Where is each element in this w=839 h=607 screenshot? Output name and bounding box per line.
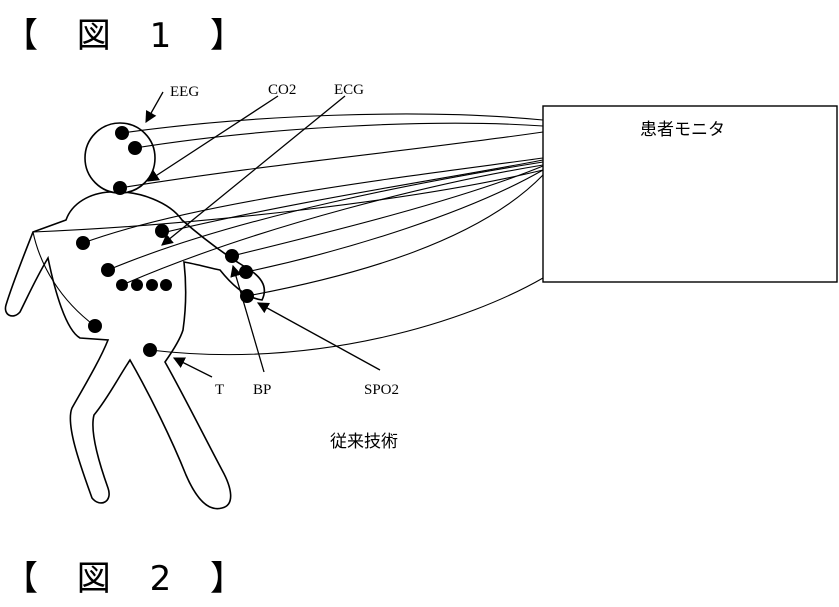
- label-co2: CO2: [268, 82, 296, 98]
- ecg-electrode-1: [76, 236, 90, 250]
- cable-eeg-3: [120, 132, 543, 188]
- patient-torso-outline: [5, 192, 264, 509]
- label-ecg: ECG: [334, 82, 364, 98]
- patient-figure: [5, 123, 264, 509]
- cable-temperature: [150, 278, 543, 355]
- label-bp: BP: [253, 382, 271, 398]
- pointer-eeg: [146, 92, 163, 122]
- ecg-electrode-2: [155, 224, 169, 238]
- eeg-electrode-2: [128, 141, 142, 155]
- bp-electrode-2: [239, 265, 253, 279]
- bp-electrode-1: [225, 249, 239, 263]
- cable-ecg-4: [162, 160, 543, 233]
- ecg-electrode-3: [101, 263, 115, 277]
- pointer-t: [174, 358, 212, 377]
- label-eeg: EEG: [170, 84, 199, 100]
- ecg-electrode-5: [131, 279, 143, 291]
- label-spo2: SPO2: [364, 382, 399, 398]
- diagram-caption: 従来技術: [330, 432, 398, 452]
- cable-bp-2: [246, 170, 543, 272]
- ecg-electrode-7: [160, 279, 172, 291]
- eeg-electrode-3: [113, 181, 127, 195]
- temperature-electrode: [143, 343, 157, 357]
- patient-monitor-label: 患者モニタ: [640, 120, 725, 140]
- eeg-electrode-1: [115, 126, 129, 140]
- cable-eeg-2: [135, 123, 543, 148]
- ecg-electrode-4: [116, 279, 128, 291]
- label-t: T: [215, 382, 224, 398]
- pointer-spo2: [258, 303, 380, 370]
- ecg-electrode-6: [146, 279, 158, 291]
- pointer-ecg: [162, 96, 345, 245]
- figure-2-header: 【 図 2 】: [4, 551, 258, 600]
- leg-electrode: [88, 319, 102, 333]
